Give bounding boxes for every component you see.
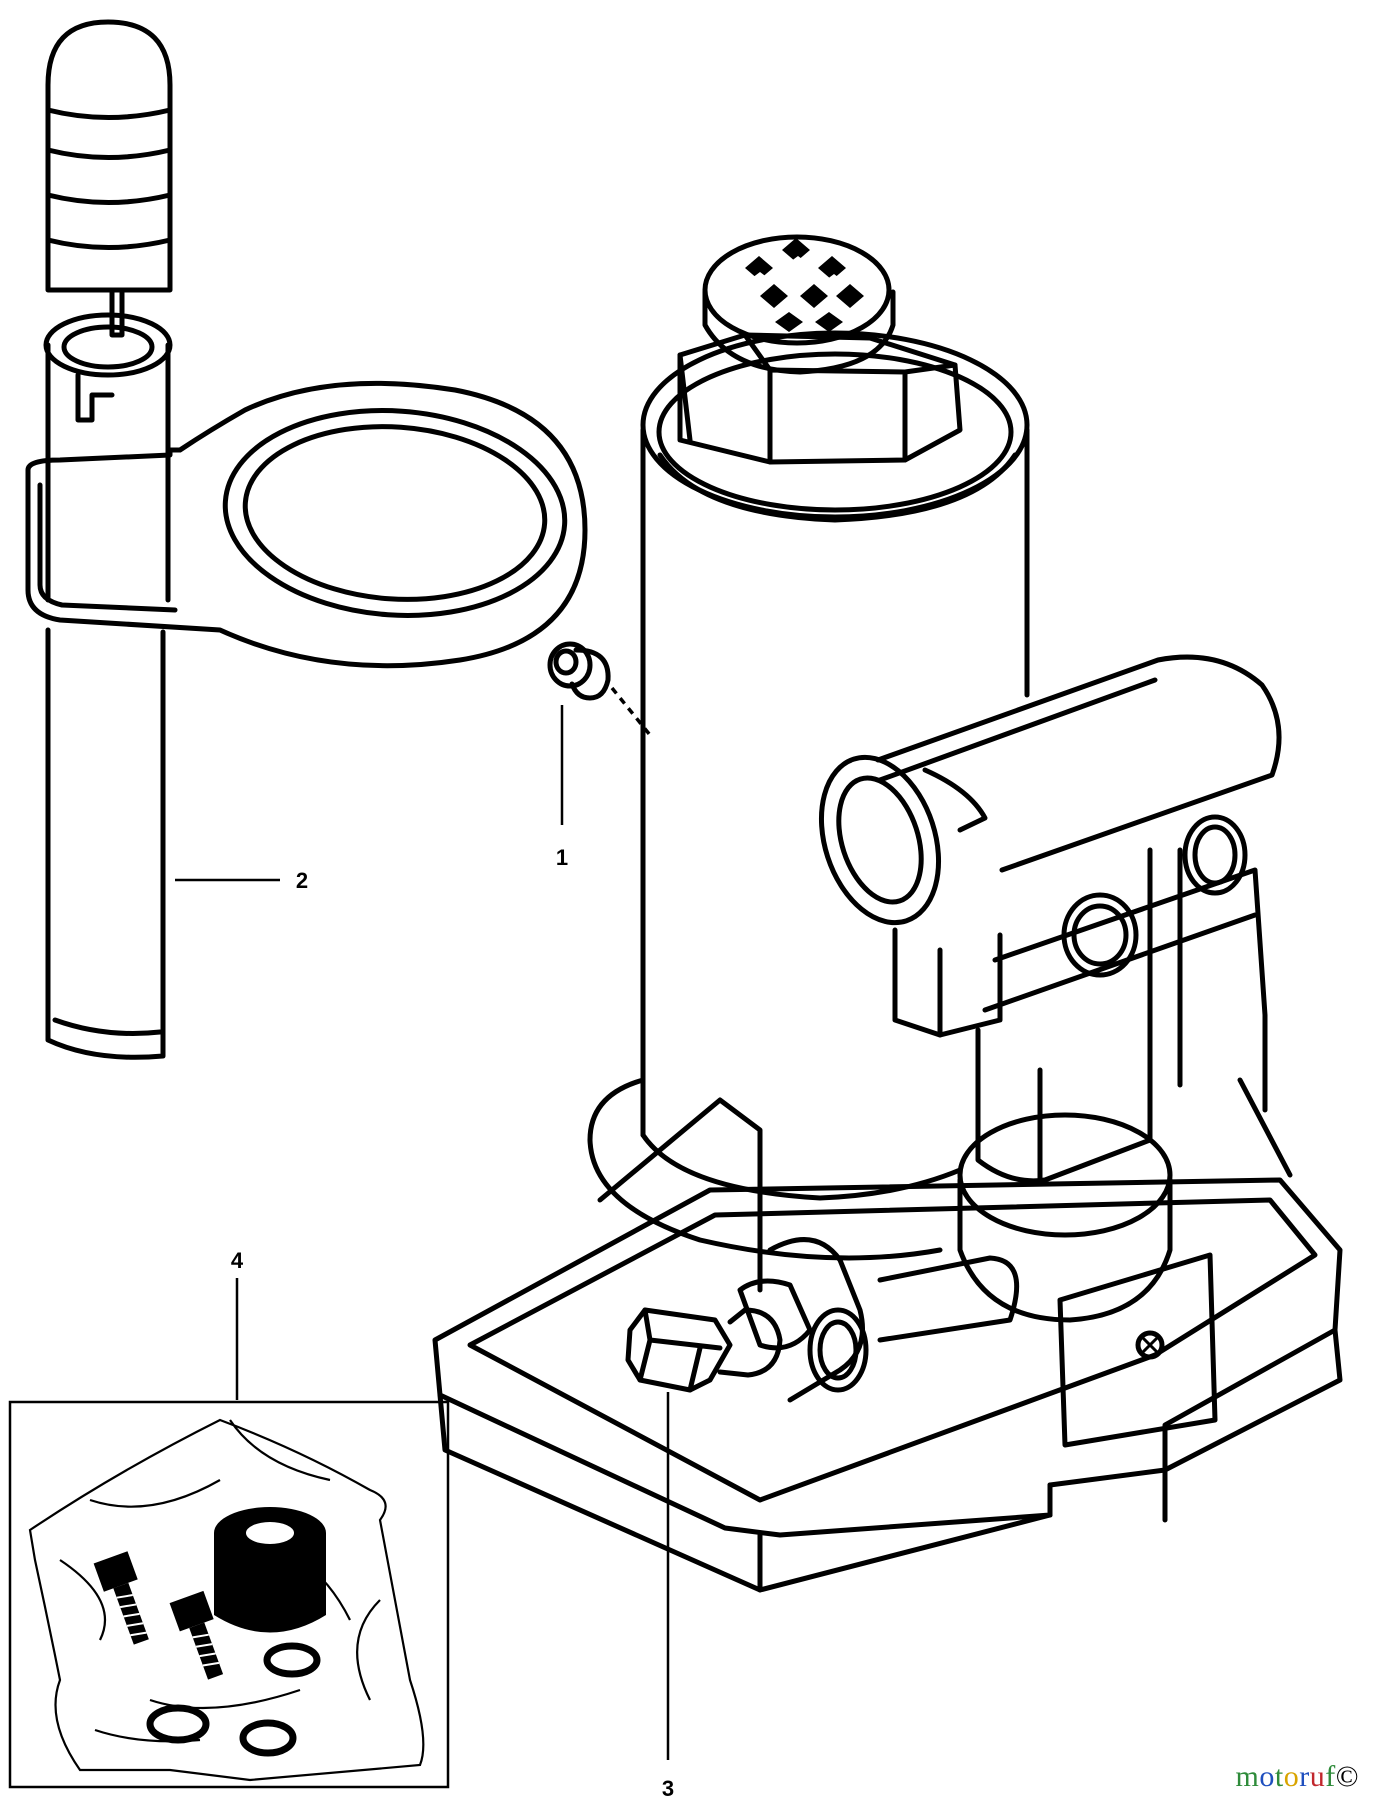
watermark-letter: m [1235, 1760, 1260, 1793]
seal-kit-part [8, 1400, 450, 1789]
seal-kit-box [8, 1400, 450, 1789]
watermark-letter: © [1335, 1760, 1359, 1793]
watermark-letter: t [1274, 1760, 1284, 1793]
release-valve-part [547, 641, 652, 737]
watermark-letter: r [1299, 1760, 1310, 1793]
bottle-jack-body [432, 234, 1343, 1593]
watermark-letter: o [1259, 1760, 1275, 1793]
watermark-letter: f [1325, 1760, 1336, 1793]
pump-handle-part [25, 19, 588, 1060]
watermark-letter: o [1283, 1760, 1300, 1793]
callout-leaders [175, 705, 670, 1760]
release-knob-part [625, 1307, 783, 1393]
callout-label-2: 2 [296, 868, 308, 893]
callout-label-4: 4 [231, 1248, 244, 1273]
saddle-tread-pattern [745, 238, 864, 332]
watermark-logo: motoruf© [1236, 1760, 1359, 1794]
callout-label-1: 1 [556, 845, 568, 870]
watermark-letter: u [1309, 1760, 1326, 1793]
callout-label-3: 3 [662, 1776, 674, 1800]
